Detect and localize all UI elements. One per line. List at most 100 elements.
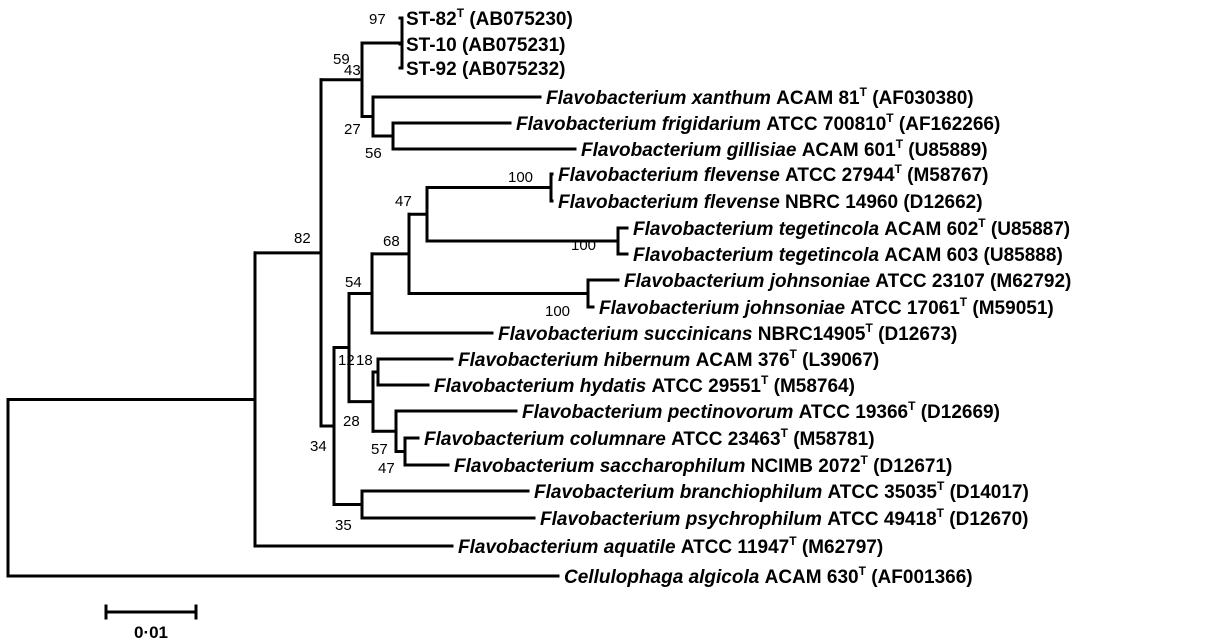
taxon-accession: (M62792) xyxy=(985,271,1072,292)
bootstrap-value: 12 xyxy=(338,352,355,369)
taxon-strain: ATCC 49418 xyxy=(827,509,936,530)
taxon-labels: ST-82T (AB075230)ST-10 (AB075231)ST-92 (… xyxy=(406,6,1071,588)
taxon-strain: ST-82 xyxy=(406,9,457,30)
bootstrap-value: 18 xyxy=(356,352,373,369)
taxon-strain: ACAM 376 xyxy=(696,350,790,371)
type-strain-mark: T xyxy=(790,347,798,361)
bootstrap-value: 100 xyxy=(571,237,596,254)
taxon-strain: ACAM 630 xyxy=(765,567,859,588)
taxon-accession: (D12670) xyxy=(944,509,1029,530)
taxon-label: Flavobacterium branchiophilum ATCC 35035… xyxy=(534,479,1029,503)
taxon-accession: (AB075230) xyxy=(464,9,573,30)
taxon-strain: ATCC 23463 xyxy=(671,429,780,450)
taxon-genus: Flavobacterium xyxy=(454,456,600,477)
taxon-label: Flavobacterium succinicans NBRC14905T (D… xyxy=(498,321,957,345)
taxon-label: ST-92 (AB075232) xyxy=(406,59,565,80)
taxon-label: ST-82T (AB075230) xyxy=(406,6,573,30)
taxon-label: Flavobacterium tegetincola ACAM 602T (U8… xyxy=(633,216,1070,240)
taxon-accession: (M62797) xyxy=(797,537,884,558)
taxon-species: johnsoniae xyxy=(742,298,851,319)
bootstrap-value: 59 xyxy=(333,51,350,68)
taxon-strain: ACAM 601 xyxy=(802,140,896,161)
taxon-strain: ATCC 19366 xyxy=(799,402,908,423)
taxon-accession: (M58767) xyxy=(902,165,989,186)
type-strain-mark: T xyxy=(960,295,968,309)
taxon-accession: (AF162266) xyxy=(894,114,1001,135)
taxon-label: Flavobacterium frigidarium ATCC 700810T … xyxy=(516,111,1000,135)
taxon-label: Cellulophaga algicola ACAM 630T (AF00136… xyxy=(564,564,973,588)
type-strain-mark: T xyxy=(937,479,945,493)
taxon-species: xanthum xyxy=(691,88,776,109)
taxon-strain: ATCC 11947 xyxy=(681,537,789,558)
taxon-accession: (M58764) xyxy=(768,376,855,397)
taxon-species: algicola xyxy=(689,567,765,588)
type-strain-mark: T xyxy=(457,6,465,20)
type-strain-mark: T xyxy=(789,534,797,548)
taxon-strain: ATCC 27944 xyxy=(785,165,895,186)
taxon-genus: Flavobacterium xyxy=(558,192,704,213)
taxon-genus: Flavobacterium xyxy=(540,509,686,530)
taxon-species: flevense xyxy=(704,165,785,186)
bootstrap-value: 68 xyxy=(383,233,400,250)
taxon-label: Flavobacterium saccharophilum NCIMB 2072… xyxy=(454,453,952,477)
bootstrap-value: 47 xyxy=(395,193,412,210)
taxon-genus: Flavobacterium xyxy=(558,165,704,186)
type-strain-mark: T xyxy=(761,373,769,387)
taxon-strain: NCIMB 2072 xyxy=(751,456,861,477)
taxon-accession: (AB075231) xyxy=(457,35,566,56)
bootstrap-value: 43 xyxy=(344,62,361,79)
taxon-genus: Flavobacterium xyxy=(516,114,662,135)
taxon-species: saccharophilum xyxy=(600,456,751,477)
taxon-label: Flavobacterium johnsoniae ATCC 23107 (M6… xyxy=(624,271,1071,292)
taxon-species: johnsoniae xyxy=(767,271,876,292)
type-strain-mark: T xyxy=(937,506,945,520)
type-strain-mark: T xyxy=(908,399,916,413)
type-strain-mark: T xyxy=(860,85,868,99)
taxon-label: Flavobacterium columnare ATCC 23463T (M5… xyxy=(424,426,875,450)
taxon-species: tegetincola xyxy=(779,245,885,266)
taxon-genus: Flavobacterium xyxy=(599,298,745,319)
taxon-accession: (U85888) xyxy=(978,245,1063,266)
taxon-label: ST-10 (AB075231) xyxy=(406,35,565,56)
taxon-strain: ACAM 603 xyxy=(884,245,978,266)
bootstrap-value: 28 xyxy=(343,413,360,430)
type-strain-mark: T xyxy=(781,426,789,440)
taxon-accession: (AF001366) xyxy=(866,567,973,588)
type-strain-mark: T xyxy=(895,162,903,176)
bootstrap-value: 57 xyxy=(371,441,388,458)
taxon-accession: (U85889) xyxy=(903,140,988,161)
bootstrap-value: 35 xyxy=(335,517,352,534)
taxon-label: Flavobacterium flevense ATCC 27944T (M58… xyxy=(558,162,988,186)
taxon-accession: (M58781) xyxy=(788,429,875,450)
taxon-accession: (D14017) xyxy=(944,482,1029,503)
taxon-accession: (D12669) xyxy=(915,402,1000,423)
taxon-genus: Flavobacterium xyxy=(424,429,570,450)
taxon-strain: ATCC 23107 xyxy=(875,271,984,292)
taxon-accession: (L39067) xyxy=(797,350,879,371)
taxon-strain: ACAM 602 xyxy=(884,219,978,240)
type-strain-mark: T xyxy=(978,216,986,230)
bootstrap-value: 27 xyxy=(344,121,361,138)
taxon-label: Flavobacterium aquatile ATCC 11947T (M62… xyxy=(458,534,883,558)
tree-branches xyxy=(6,16,629,578)
taxon-species: succinicans xyxy=(644,324,758,345)
taxon-genus: Flavobacterium xyxy=(581,140,727,161)
bootstrap-value: 97 xyxy=(369,11,386,28)
taxon-strain: ATCC 35035 xyxy=(828,482,938,503)
taxon-label: Flavobacterium xanthum ACAM 81T (AF03038… xyxy=(546,85,974,109)
taxon-strain: ACAM 81 xyxy=(776,88,860,109)
scale-bar: 0·01 xyxy=(104,604,198,642)
taxon-species: gillisiae xyxy=(726,140,802,161)
bootstrap-value: 82 xyxy=(294,230,311,247)
taxon-species: aquatile xyxy=(604,537,681,558)
taxon-species: flevense xyxy=(704,192,785,213)
taxon-label: Flavobacterium hydatis ATCC 29551T (M587… xyxy=(434,373,855,397)
taxon-genus: Flavobacterium xyxy=(498,324,644,345)
bootstrap-value: 100 xyxy=(545,303,570,320)
taxon-genus: Cellulophaga xyxy=(564,567,689,588)
taxon-accession: (D12662) xyxy=(898,192,983,213)
type-strain-mark: T xyxy=(896,137,904,151)
taxon-label: Flavobacterium psychrophilum ATCC 49418T… xyxy=(540,506,1029,530)
taxon-species: branchiophilum xyxy=(680,482,828,503)
type-strain-mark: T xyxy=(886,111,894,125)
